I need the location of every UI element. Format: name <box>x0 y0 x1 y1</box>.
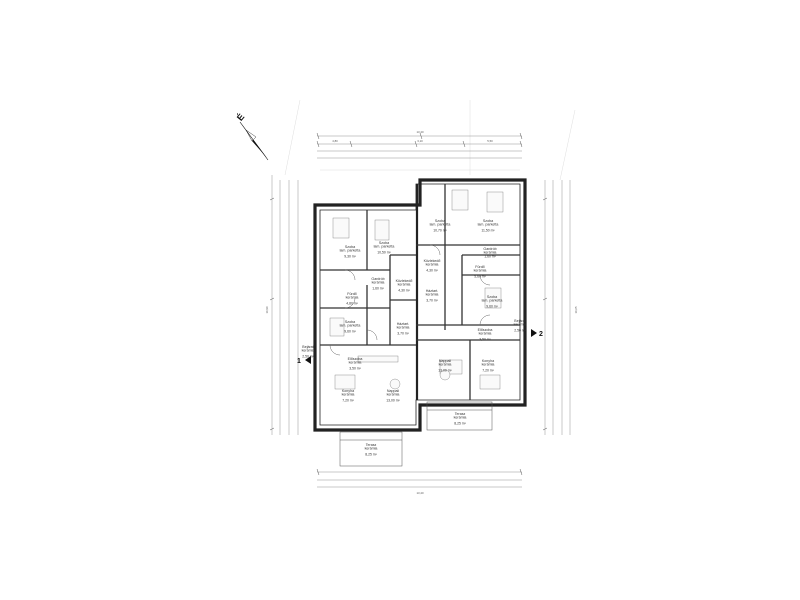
top-segment-dimension-3: 5,50 <box>487 139 493 143</box>
room-area: 4,30 m² <box>398 289 410 293</box>
terraces <box>339 401 493 467</box>
section-mark-1 <box>305 356 311 364</box>
room-area: 10,50 m² <box>377 251 391 255</box>
room-area: 3,50 m² <box>479 338 491 342</box>
room-area: 8,25 m² <box>365 453 377 457</box>
top-segment-dimension-2: 3,10 <box>417 139 423 143</box>
room-area: 7,20 m² <box>482 369 494 373</box>
room-area: 9,60 m² <box>486 305 498 309</box>
compass-letter: É <box>235 112 247 123</box>
dimension-ticks <box>269 132 548 476</box>
room-area: 9,30 m² <box>344 255 356 259</box>
room-area: 4,80 m² <box>346 302 358 306</box>
room-area: 8,25 m² <box>454 422 466 426</box>
door-swings <box>329 244 491 356</box>
room-area: 7,20 m² <box>342 399 354 403</box>
room-area: 13,00 m² <box>438 369 452 373</box>
north-arrow-icon <box>239 121 269 161</box>
room-area: 10,70 m² <box>433 229 447 233</box>
room-name: Háztart.kerámia <box>397 322 410 330</box>
exterior-walls <box>313 178 527 432</box>
room-area: 5,60 m² <box>474 275 486 279</box>
left-overall-dimension: 10,90 <box>265 306 269 313</box>
bottom-overall-dimension: 13,40 <box>417 491 424 495</box>
room-area: 3,70 m² <box>397 332 409 336</box>
room-area: 1,60 m² <box>372 287 384 291</box>
section-mark-label-2: 2 <box>539 331 543 338</box>
room-area: 11,50 m² <box>481 229 495 233</box>
top-overall-dimension: 13,40 <box>417 130 424 134</box>
room-area: 3,70 m² <box>426 299 438 303</box>
room-area: 2,50 m² <box>302 355 314 359</box>
room-area: 13,00 m² <box>386 399 400 403</box>
interior-walls <box>320 184 520 400</box>
room-area: 2,50 m² <box>514 329 526 333</box>
section-mark-label-1: 1 <box>297 358 301 365</box>
right-overall-dimension: 10,65 <box>574 306 578 313</box>
room-name: Háztart.kerámia <box>426 289 439 297</box>
room-area: 1,60 m² <box>484 255 496 259</box>
section-mark-2 <box>531 329 537 337</box>
room-area: 4,30 m² <box>426 269 438 273</box>
furniture <box>329 189 504 390</box>
room-area: 9,60 m² <box>344 330 356 334</box>
dimension-lines <box>271 135 571 488</box>
room-area: 3,50 m² <box>349 367 361 371</box>
construction-lines <box>284 99 576 181</box>
top-segment-dimension-1: 4,80 <box>332 139 338 143</box>
